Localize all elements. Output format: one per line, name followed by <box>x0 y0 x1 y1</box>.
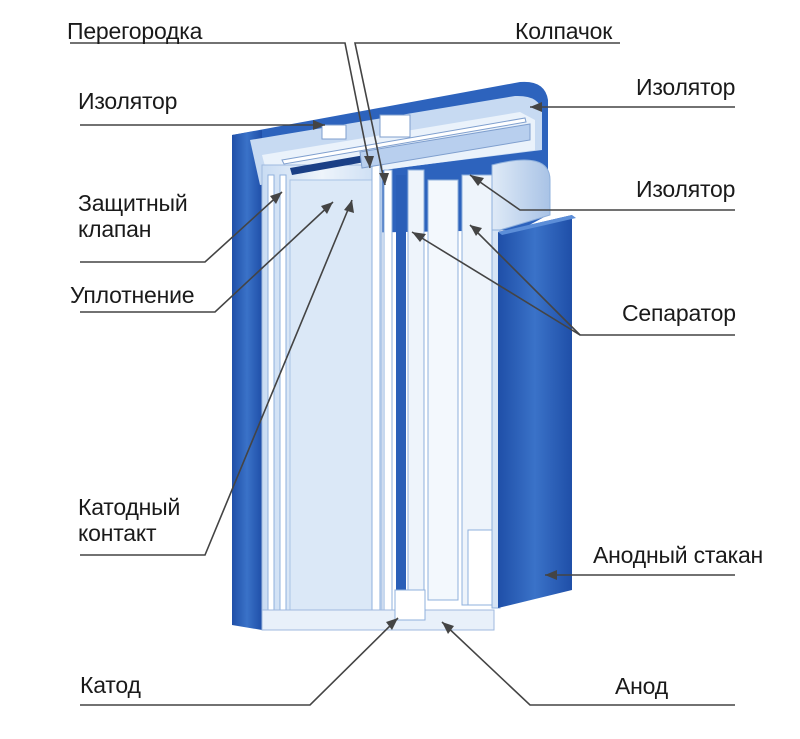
leader-seal <box>80 201 334 313</box>
leader-cathode-contact <box>80 199 353 556</box>
leader-cap <box>354 42 620 186</box>
leader-separator-2 <box>469 224 581 336</box>
label-insulator-right-top: Изолятор <box>636 74 736 100</box>
label-cap: Колпачок <box>515 18 613 44</box>
leader-safety-valve <box>80 191 283 263</box>
label-insulator-left: Изолятор <box>78 88 178 114</box>
label-cathode-contact: Катодный контакт <box>78 494 181 546</box>
leader-cathode <box>80 617 399 706</box>
label-anode-can: Анодный стакан <box>593 542 764 568</box>
label-insulator-right-mid: Изолятор <box>636 176 736 202</box>
label-safety-valve: Защитный клапан <box>78 190 188 242</box>
label-partition: Перегородка <box>67 18 203 44</box>
leader-insulator-right-mid <box>469 174 735 211</box>
leader-arrowheads <box>270 102 557 634</box>
leader-partition <box>70 42 371 169</box>
label-seal: Уплотнение <box>70 282 195 308</box>
anode-can-shape <box>498 215 576 608</box>
leader-anode <box>441 621 735 706</box>
leader-lines <box>70 42 735 706</box>
cap-assembly <box>281 114 531 175</box>
label-separator: Сепаратор <box>622 300 736 326</box>
label-cathode: Катод <box>80 672 141 698</box>
label-anode: Анод <box>615 673 668 699</box>
electrode-roll <box>261 164 495 631</box>
